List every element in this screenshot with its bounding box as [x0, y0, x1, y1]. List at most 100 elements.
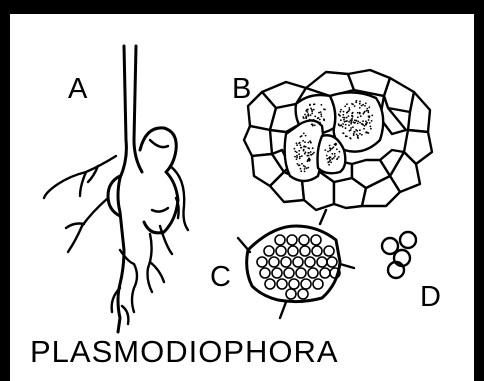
spore-dot	[369, 122, 371, 124]
spore-dot	[320, 111, 322, 113]
spore-dot	[368, 132, 370, 134]
spore-dot	[337, 158, 339, 160]
spore-dot	[359, 129, 361, 131]
spore-dot	[339, 151, 341, 153]
spore-dot	[365, 132, 367, 134]
spore-dot	[314, 116, 316, 118]
spore-dot	[306, 109, 308, 111]
spore-dot	[299, 142, 301, 144]
resting-spore	[300, 246, 310, 256]
spore-dot	[350, 123, 352, 125]
resting-spore	[312, 246, 322, 256]
spore-dot	[359, 103, 361, 105]
spore-dot	[338, 156, 340, 158]
spore-dot	[350, 127, 352, 129]
resting-spore	[308, 268, 318, 278]
spore-dot	[326, 155, 328, 157]
spore-dot	[317, 117, 319, 119]
resting-spore	[260, 268, 270, 278]
spore-dot	[294, 151, 296, 153]
spore-dot	[311, 154, 313, 156]
resting-spore	[281, 257, 291, 267]
resting-spore	[311, 235, 321, 245]
spore-dot	[313, 152, 315, 154]
spore-dot	[339, 125, 341, 127]
spore-dot	[348, 115, 350, 117]
spore-dot	[330, 156, 332, 158]
spore-dot	[298, 150, 300, 152]
spore-dot	[334, 153, 336, 155]
spore-dot	[370, 128, 372, 130]
spore-dot	[306, 167, 308, 169]
spore-dot	[345, 124, 347, 126]
spore-dot	[356, 100, 358, 102]
spore-dot	[353, 121, 355, 123]
spore-dot	[365, 120, 367, 122]
spore-dot	[356, 134, 358, 136]
spore-dot	[312, 147, 314, 149]
spore-dot	[348, 124, 350, 126]
spore-dot	[365, 123, 367, 125]
spore-dot	[310, 120, 312, 122]
spore-dot	[352, 116, 354, 118]
spore-dot	[336, 148, 338, 150]
spore-dot	[344, 105, 346, 107]
spore-dot	[364, 125, 366, 127]
spore-dot	[355, 101, 357, 103]
spore-dot	[307, 159, 309, 161]
resting-spore	[327, 257, 337, 267]
spore-dot	[323, 108, 325, 110]
spore-dot	[314, 124, 316, 126]
resting-spore	[305, 257, 315, 267]
resting-spore	[301, 279, 311, 289]
spore-dot	[366, 108, 368, 110]
spore-dot	[340, 119, 342, 121]
spore-dot	[300, 170, 302, 172]
spore-dot	[365, 102, 367, 104]
spore-dot	[370, 126, 372, 128]
resting-spore	[284, 268, 294, 278]
spore-dot	[348, 110, 350, 112]
spore-dot	[306, 116, 308, 118]
spore-dot	[353, 134, 355, 136]
spore-dot	[324, 149, 326, 151]
spore-dot	[350, 129, 352, 131]
label-d: D	[420, 281, 441, 313]
spore-dot	[309, 104, 311, 106]
spore-dot	[303, 149, 305, 151]
spore-dot	[319, 119, 321, 121]
spore-dot	[319, 124, 321, 126]
spore-dot	[307, 152, 309, 154]
spore-dot	[335, 143, 337, 145]
resting-spore	[296, 268, 306, 278]
spore-dot	[366, 110, 368, 112]
spore-dot	[320, 113, 322, 115]
spore-dot	[304, 168, 306, 170]
spore-dot	[299, 156, 301, 158]
spore-dot	[361, 123, 363, 125]
spore-dot	[308, 148, 310, 150]
spore-dot	[357, 121, 359, 123]
spore-dot	[312, 125, 314, 127]
resting-spore	[257, 257, 267, 267]
spore-dot	[297, 163, 299, 165]
label-c: C	[210, 261, 231, 293]
spore-dot	[352, 112, 354, 114]
spore-dot	[353, 131, 355, 133]
spore-dot	[309, 140, 311, 142]
spore-dot	[305, 151, 307, 153]
spore-dot	[298, 153, 300, 155]
label-b: B	[232, 73, 251, 105]
resting-spore	[293, 257, 303, 267]
spore-dot	[346, 117, 348, 119]
spore-dot	[368, 119, 370, 121]
spore-dot	[321, 115, 323, 117]
spore-dot	[300, 168, 302, 170]
spore-dot	[359, 133, 361, 135]
spore-dot	[304, 171, 306, 173]
spore-dot	[342, 117, 344, 119]
spore-dot	[369, 115, 371, 117]
resting-spore	[277, 279, 287, 289]
